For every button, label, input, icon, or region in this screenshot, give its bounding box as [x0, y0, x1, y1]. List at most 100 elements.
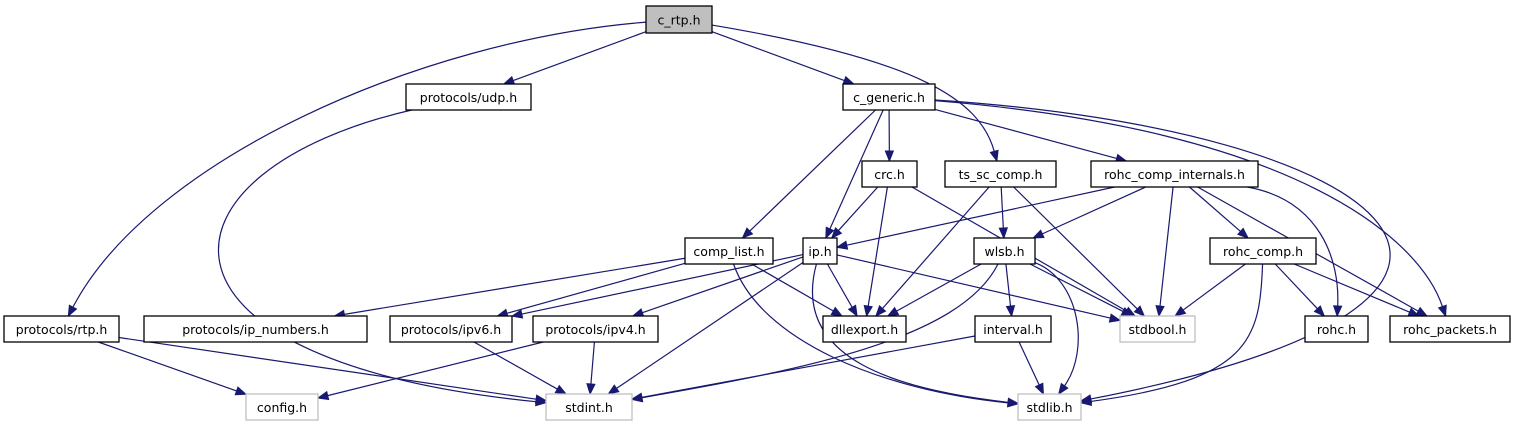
node-ipv4[interactable]: protocols/ipv4.h [532, 315, 659, 343]
edge-line [1293, 263, 1410, 313]
node-box[interactable] [974, 315, 1052, 343]
node-crc[interactable]: crc.h [861, 160, 918, 188]
edge-line [1005, 263, 1012, 307]
edge-rci-to-rohc [1247, 186, 1343, 318]
edge-line [751, 263, 834, 312]
edge-wlsb-to-dllexport [886, 263, 982, 317]
edge-rtp-to-config [98, 341, 248, 396]
node-rohc-packets[interactable]: rohc_packets.h [1389, 315, 1511, 343]
node-box[interactable] [1304, 315, 1369, 343]
node-dllexport[interactable]: dllexport.h [822, 315, 907, 343]
edge-line [811, 263, 1009, 403]
arrowhead-icon [1237, 227, 1250, 239]
edge-line [826, 263, 853, 308]
edge-comp_list-to-ipv6 [496, 262, 686, 318]
node-box[interactable] [1209, 237, 1317, 265]
node-ts-sc-comp[interactable]: ts_sc_comp.h [944, 160, 1057, 188]
arrowhead-icon [1437, 304, 1447, 318]
node-box[interactable] [822, 315, 907, 343]
edge-c_generic-to-ip [825, 109, 884, 240]
arrowhead-icon [863, 304, 873, 318]
edge-interval-to-stdlib [1018, 341, 1044, 396]
arrowhead-icon [67, 304, 78, 318]
node-label: config.h [257, 400, 307, 415]
node-box[interactable] [405, 83, 532, 111]
node-label: ts_sc_comp.h [959, 167, 1043, 182]
edge-line [836, 254, 1111, 319]
node-label: comp_list.h [693, 244, 764, 259]
node-rohc[interactable]: rohc.h [1304, 315, 1369, 343]
edge-line [1018, 341, 1040, 386]
node-rtp[interactable]: protocols/rtp.h [3, 315, 120, 343]
node-rohc-comp[interactable]: rohc_comp.h [1209, 237, 1317, 265]
arrowhead-icon [830, 227, 843, 239]
edge-line [473, 341, 558, 390]
node-label: rohc_comp.h [1223, 244, 1303, 259]
arrowhead-icon [607, 384, 620, 395]
node-box[interactable] [802, 237, 838, 265]
arrowhead-icon [630, 392, 644, 402]
edge-crc-to-dllexport [863, 186, 888, 318]
node-label: crc.h [874, 167, 905, 182]
edge-line [1029, 263, 1124, 312]
edge-ip-to-ipv4 [631, 256, 804, 318]
node-box[interactable] [1090, 160, 1259, 188]
edge-rohc_comp-to-stdbool [1174, 263, 1246, 317]
arrowhead-icon [1155, 305, 1165, 318]
edge-line [512, 31, 647, 82]
edge-line [616, 261, 804, 389]
edge-c_rtp-to-rtp [67, 21, 647, 318]
node-box[interactable] [684, 237, 774, 265]
edge-line [344, 257, 686, 315]
node-label: interval.h [983, 322, 1043, 337]
edge-line [732, 263, 1009, 404]
edge-wlsb-to-interval [1005, 263, 1016, 318]
node-box [545, 393, 633, 421]
node-label: stdbool.h [1129, 322, 1187, 337]
node-c-generic[interactable]: c_generic.h [842, 83, 936, 111]
edge-line [642, 256, 804, 314]
node-udp[interactable]: protocols/udp.h [405, 83, 532, 111]
edge-rtp-to-stdint [118, 336, 548, 404]
arrowhead-icon [1007, 397, 1020, 407]
node-config: config.h [245, 393, 319, 421]
node-ip[interactable]: ip.h [802, 237, 838, 265]
arrowhead-icon [1332, 305, 1343, 318]
arrowhead-icon [875, 304, 887, 318]
node-box[interactable] [389, 315, 513, 343]
edge-line [641, 335, 976, 398]
edge-line [711, 24, 995, 152]
arrowhead-icon [1079, 396, 1093, 407]
edge-line [217, 109, 537, 403]
edge-line [934, 100, 1443, 307]
node-box[interactable] [842, 83, 936, 111]
node-box[interactable] [973, 237, 1036, 265]
edge-crc-to-ip [830, 186, 879, 239]
node-box[interactable] [3, 315, 120, 343]
edge-line [1182, 263, 1246, 311]
node-box[interactable] [861, 160, 918, 188]
node-ip-numbers[interactable]: protocols/ip_numbers.h [143, 315, 368, 343]
edge-line [896, 263, 982, 312]
node-wlsb[interactable]: wlsb.h [973, 237, 1036, 265]
node-box[interactable] [1389, 315, 1511, 343]
node-box[interactable] [532, 315, 659, 343]
node-interval[interactable]: interval.h [974, 315, 1052, 343]
node-comp-list[interactable]: comp_list.h [684, 237, 774, 265]
arrowhead-icon [1034, 382, 1044, 396]
arrowhead-icon [830, 306, 844, 317]
arrowhead-icon [1174, 305, 1187, 317]
node-rci[interactable]: rohc_comp_internals.h [1090, 160, 1259, 188]
edge-udp-to-stdint [217, 109, 548, 407]
node-box[interactable] [944, 160, 1057, 188]
arrowhead-icon [234, 386, 248, 396]
edge-rohc_comp-to-stdlib [1079, 263, 1264, 407]
node-box[interactable] [143, 315, 368, 343]
edge-line [1090, 263, 1264, 403]
node-label: protocols/udp.h [420, 90, 517, 105]
arrowhead-icon [835, 240, 849, 250]
arrowhead-icon [1133, 305, 1146, 317]
arrowhead-icon [1415, 306, 1429, 317]
node-ipv6[interactable]: protocols/ipv6.h [389, 315, 513, 343]
